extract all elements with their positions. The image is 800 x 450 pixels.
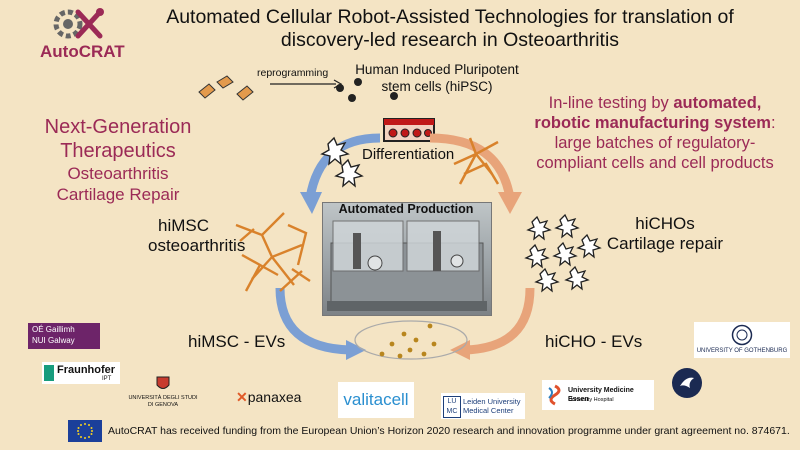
itd-line1: In-line testing by automated, <box>520 93 790 113</box>
genova-line1: UNIVERSITÀ DEGLI STUDI <box>128 395 198 401</box>
fraunhofer-logo: Fraunhofer IPT <box>42 362 120 384</box>
essen-logo: University Medicine Essen University Hos… <box>542 380 654 410</box>
autocrat-logo-text: AutoCRAT <box>40 42 125 61</box>
automated-production-photo <box>322 202 492 316</box>
genova-line2: DI GENOVA <box>147 402 179 408</box>
himsc-label-line2: osteoarthritis <box>148 236 246 255</box>
fraunhofer-sub: IPT <box>102 376 112 382</box>
fraunhofer-mark-icon <box>44 365 54 381</box>
hicho-cells-icon <box>524 213 602 293</box>
panaxea-logo: ✕panaxea <box>236 389 301 406</box>
genova-crest-icon <box>156 376 170 389</box>
robotic-platform-illustration <box>327 220 487 311</box>
culture-flask-icon <box>383 118 435 142</box>
ngt-line4: Cartilage Repair <box>56 185 180 204</box>
gothenburg-seal-icon <box>731 324 753 346</box>
next-generation-therapeutics: Next-Generation Therapeutics Osteoarthri… <box>18 115 218 205</box>
autocrat-logo-icon <box>53 8 104 39</box>
stem-cell-cluster-icon <box>320 136 364 188</box>
panaxea-x-icon: ✕ <box>236 389 248 405</box>
hipsc-label-line1: Human Induced Pluripotent <box>355 62 519 77</box>
nui-galway-logo: OÉ Gaillimh NUI Galway <box>28 323 100 349</box>
hicho-label-line2: Cartilage repair <box>606 234 724 253</box>
eu-flag-icon <box>68 420 102 442</box>
bird-logo-icon <box>672 368 702 398</box>
hipsc-label-line2: stem cells (hiPSC) <box>381 79 493 94</box>
hicho-label: hiCHOs Cartilage repair <box>605 214 725 254</box>
itd-line1-prefix: In-line testing by <box>548 94 674 112</box>
differentiation-label: Differentiation <box>362 146 455 163</box>
hicho-label-line1: hiCHOs <box>635 214 695 233</box>
reprogramming-label: reprogramming <box>257 67 329 79</box>
title-line-1: Automated Cellular Robot-Assisted Techno… <box>166 6 734 28</box>
itd-line3: large batches of regulatory- <box>554 134 756 152</box>
orange-cell-cluster-icon <box>453 137 500 185</box>
himsc-evs-label: hiMSC - EVs <box>188 332 286 351</box>
leiden-line1: Leiden University <box>463 397 521 406</box>
fibroblast-cells-icon <box>198 75 254 101</box>
essen-line1: University Medicine Essen <box>568 387 634 403</box>
genova-logo: UNIVERSITÀ DEGLI STUDI DI GENOVA <box>118 376 208 409</box>
title-line-2: discovery-led research in Osteoarthritis <box>280 29 620 51</box>
gothenburg-logo: UNIVERSITY OF GOTHENBURG <box>694 322 790 358</box>
itd-line2-suffix: : <box>770 114 776 132</box>
himsc-label: hiMSC osteoarthritis <box>148 216 258 256</box>
essen-line2: University Hospital <box>568 397 614 403</box>
ev-dish-icon <box>354 320 468 360</box>
hicho-evs-label: hiCHO - EVs <box>545 332 643 351</box>
gothenburg-name: UNIVERSITY OF GOTHENBURG <box>696 348 788 354</box>
ngt-line3: Osteoarthritis <box>67 164 169 183</box>
hipsc-label: Human Induced Pluripotent stem cells (hi… <box>352 61 522 95</box>
funding-statement: AutoCRAT has received funding from the E… <box>108 425 790 437</box>
galway-line1: OÉ Gaillimh <box>32 325 75 334</box>
itd-line1-bold: automated, <box>673 94 762 112</box>
itd-line2-bold: robotic manufacturing system <box>534 114 771 132</box>
leiden-line2: Medical Center <box>463 406 514 415</box>
panaxea-name: panaxea <box>247 389 302 405</box>
fraunhofer-name: Fraunhofer <box>57 364 116 376</box>
itd-line2: robotic manufacturing system: <box>520 113 790 133</box>
valitacell-logo: valitacell <box>338 382 414 418</box>
hipsc-cells-icon <box>336 78 398 102</box>
inline-testing-description: In-line testing by automated, robotic ma… <box>520 93 790 173</box>
ngt-line1: Next-Generation <box>44 116 192 138</box>
automated-production-label: Automated Production <box>338 202 474 216</box>
essen-mark-icon <box>548 384 561 406</box>
himsc-label-line1: hiMSC <box>158 216 210 235</box>
himsc-cells-icon <box>235 212 311 292</box>
ngt-line2: Therapeutics <box>60 140 176 162</box>
itd-line4: compliant cells and cell products <box>536 154 774 172</box>
galway-line2: NUI Galway <box>32 336 75 345</box>
poster-title: Automated Cellular Robot-Assisted Techno… <box>150 6 750 52</box>
